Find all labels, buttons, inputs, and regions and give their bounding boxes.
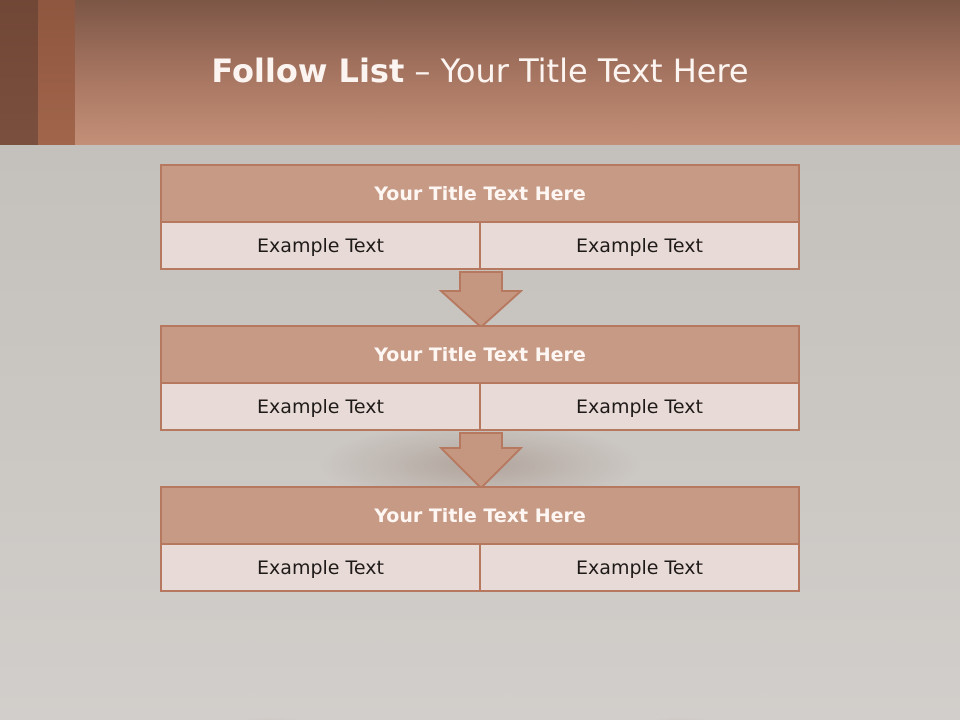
page-title-bold: Follow List: [211, 52, 405, 90]
flow-block-row: Example Text Example Text: [162, 223, 798, 268]
page-title-rest: – Your Title Text Here: [414, 52, 749, 90]
down-arrow-icon: [439, 271, 523, 329]
flow-block-row: Example Text Example Text: [162, 384, 798, 429]
down-arrow-icon: [439, 432, 523, 490]
flow-block-title: Your Title Text Here: [162, 327, 798, 384]
flow-block-title: Your Title Text Here: [162, 488, 798, 545]
flow-block-3: Your Title Text Here Example Text Exampl…: [160, 486, 800, 592]
flow-block-2: Your Title Text Here Example Text Exampl…: [160, 325, 800, 431]
flow-block-1: Your Title Text Here Example Text Exampl…: [160, 164, 800, 270]
flow-block-cell-right: Example Text: [479, 223, 798, 268]
flow-block-cell-right: Example Text: [479, 384, 798, 429]
page-title: Follow List – Your Title Text Here: [0, 52, 960, 90]
flow-block-cell-left: Example Text: [162, 384, 479, 429]
decorative-stripe: [38, 0, 75, 145]
flow-block-cell-left: Example Text: [162, 545, 479, 590]
flow-block-row: Example Text Example Text: [162, 545, 798, 590]
header-banner: Follow List – Your Title Text Here: [0, 0, 960, 145]
flow-block-title: Your Title Text Here: [162, 166, 798, 223]
flow-block-cell-left: Example Text: [162, 223, 479, 268]
decorative-stripe: [0, 0, 38, 145]
flow-block-cell-right: Example Text: [479, 545, 798, 590]
